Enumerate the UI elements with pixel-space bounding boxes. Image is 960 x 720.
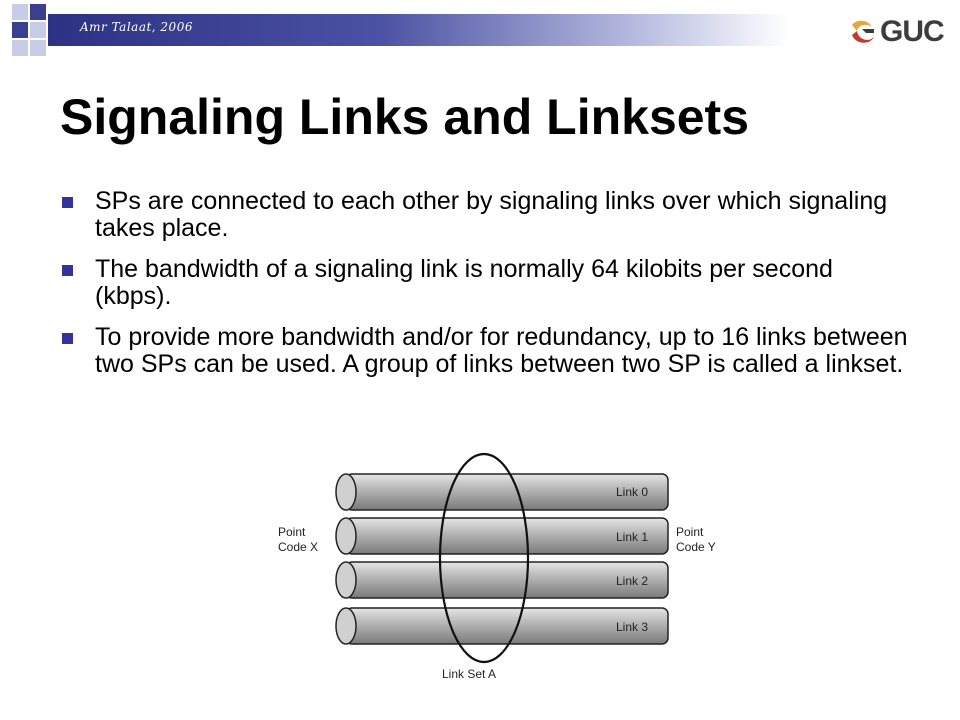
bullet-text: To provide more bandwidth and/or for red… <box>95 323 908 378</box>
slide-title: Signaling Links and Linksets <box>60 89 750 145</box>
guc-swirl-icon <box>852 20 874 43</box>
logo-text: GUC <box>880 15 945 48</box>
link-cylinder-0: Link 0 <box>335 473 669 511</box>
point-code-y-label-line2: Code Y <box>676 540 716 554</box>
link-label: Link 0 <box>616 485 648 499</box>
header-square <box>12 22 28 38</box>
square-bullet-icon <box>62 197 73 208</box>
header-band <box>48 14 788 46</box>
header-square <box>30 22 46 38</box>
square-bullet-icon <box>62 333 73 344</box>
guc-logo: GUC <box>848 10 945 54</box>
bullet-text: The bandwidth of a signaling link is nor… <box>95 255 833 310</box>
header-square <box>30 40 46 56</box>
square-bullet-icon <box>62 265 73 276</box>
header-square <box>12 40 28 56</box>
author-credit: Amr Talaat, 2006 <box>80 20 193 34</box>
bullet-item: The bandwidth of a signaling link is nor… <box>60 256 910 310</box>
bullet-text: SPs are connected to each other by signa… <box>95 187 888 242</box>
link-label: Link 2 <box>616 574 648 588</box>
linkset-label: Link Set A <box>442 667 496 681</box>
point-code-x-label-line1: Point <box>278 525 306 539</box>
header-square <box>12 4 28 20</box>
bullet-item: To provide more bandwidth and/or for red… <box>60 324 910 378</box>
header-square <box>30 4 46 20</box>
linkset-diagram: Link 0 Link 1 Link 2 Link 3 Link Set A P… <box>278 452 716 681</box>
link-cylinder-2: Link 2 <box>335 561 669 599</box>
linkset-ellipse <box>438 452 530 664</box>
link-cylinder-3: Link 3 <box>335 607 669 645</box>
link-cylinder-1: Link 1 <box>335 517 669 555</box>
link-label: Link 3 <box>616 620 648 634</box>
point-code-x-label-line2: Code X <box>278 540 318 554</box>
bullet-list: SPs are connected to each other by signa… <box>60 188 910 392</box>
bullet-item: SPs are connected to each other by signa… <box>60 188 910 242</box>
link-label: Link 1 <box>616 530 648 544</box>
point-code-y-label-line1: Point <box>676 525 704 539</box>
